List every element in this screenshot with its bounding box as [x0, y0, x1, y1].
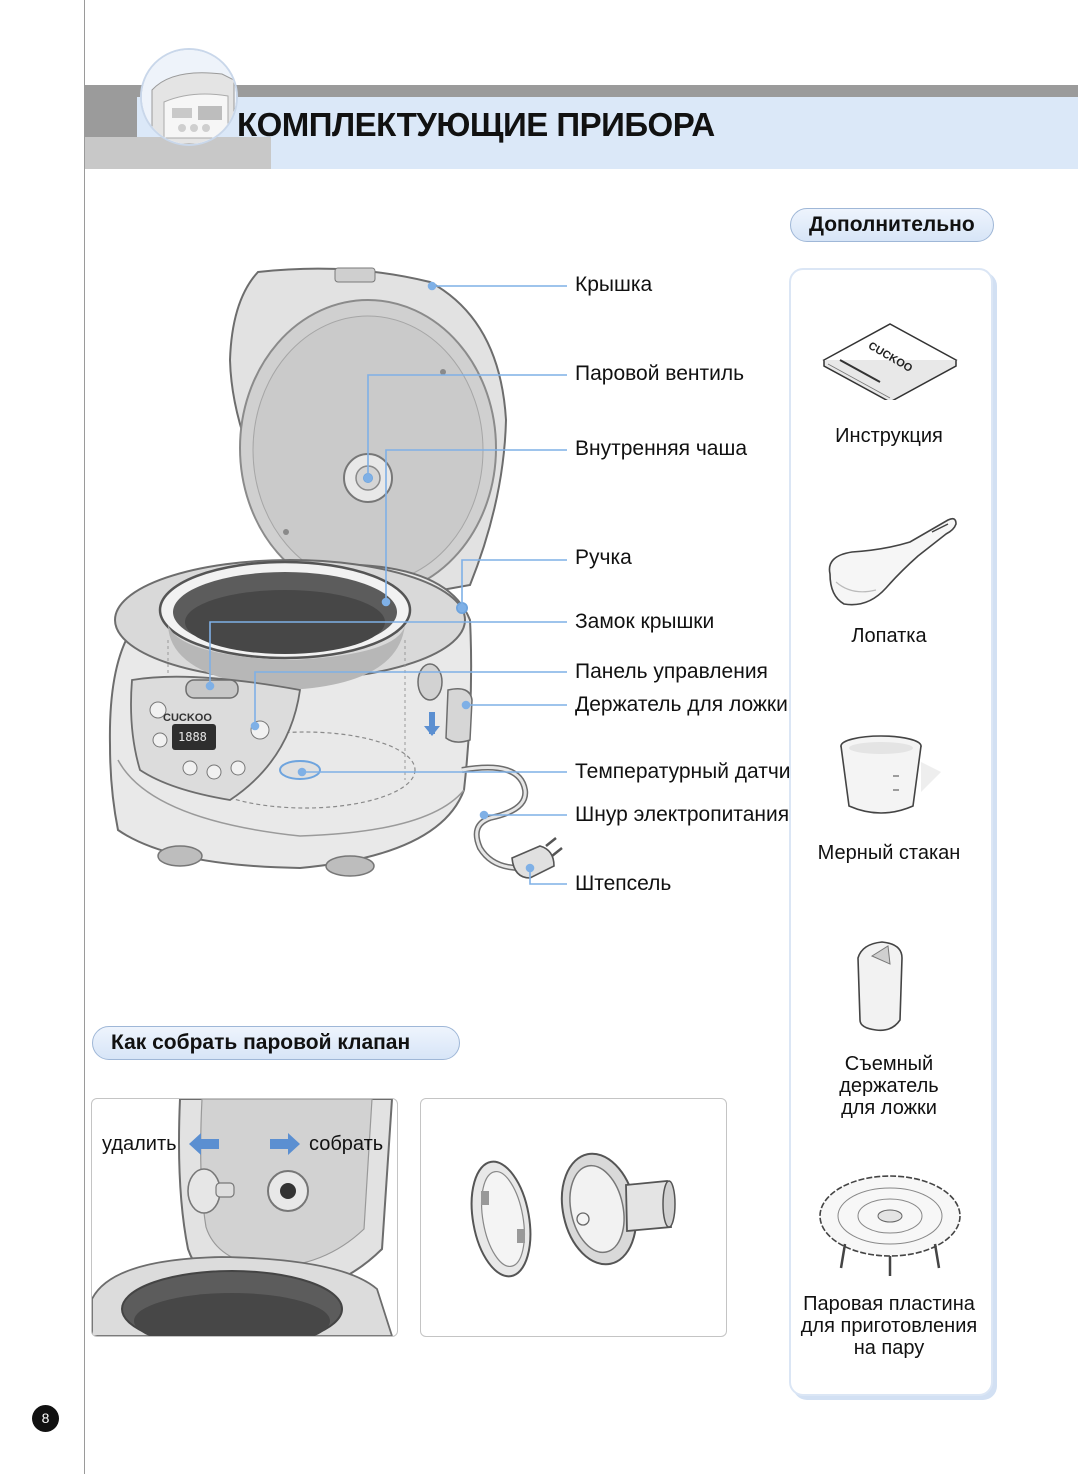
page-title: КОМПЛЕКТУЮЩИЕ ПРИБОРА: [237, 106, 715, 143]
callout-lid: Крышка: [575, 273, 653, 296]
assembly-header: Как собрать паровой клапан: [92, 1026, 460, 1060]
accessory-spoon-holder-label: Съемный держатель для ложки: [789, 1053, 989, 1119]
callout-control-panel: Панель управления: [575, 660, 768, 683]
callout-power-cord: Шнур электропитания: [575, 803, 790, 826]
manual-book-icon: [822, 323, 958, 400]
spoon-holder-label-line-3: для ложки: [841, 1097, 937, 1119]
measuring-cup-icon: [840, 735, 941, 814]
rice-spatula-icon: [828, 517, 957, 606]
steam-plate-icon: [819, 1175, 961, 1276]
assemble-label: собрать: [309, 1133, 384, 1155]
arrow-right-icon: [270, 1133, 300, 1155]
callout-handle: Ручка: [575, 546, 632, 569]
open-lid-illustration: [92, 1099, 394, 1336]
accessory-manual-label: Инструкция: [835, 425, 943, 447]
page-margin-line: [84, 0, 85, 1474]
steam-plate-label-line-1: Паровая пластина: [803, 1293, 975, 1315]
cooker-display-digits: 1888: [178, 730, 207, 744]
header-gray-block: [85, 85, 137, 137]
steam-plate-label-line-2: для приготовления: [800, 1315, 978, 1337]
callout-plug: Штепсель: [575, 872, 672, 895]
remove-label: удалить: [102, 1133, 177, 1155]
spoon-holder-label-line-1: Съемный: [844, 1053, 934, 1075]
assembly-remove-box: удалить собрать: [91, 1098, 398, 1337]
callout-temperature-sensor: Температурный датчик: [575, 760, 800, 783]
accessory-spatula-label: Лопатка: [851, 625, 927, 647]
callout-steam-vent: Паровой вентиль: [575, 362, 745, 385]
steam-valve-parts-illustration: [470, 1152, 676, 1278]
cooker-thumbnail-icon: [140, 48, 238, 146]
assembly-parts-box: [420, 1098, 727, 1337]
accessory-steam-plate-label: Паровая пластина для приготовления на па…: [789, 1293, 989, 1359]
steam-plate-label-line-3: на пару: [853, 1337, 925, 1359]
callout-inner-pot: Внутренняя чаша: [575, 437, 747, 460]
header-gray-bar: [137, 85, 1078, 97]
callout-spoon-holder: Держатель для ложки: [575, 693, 788, 716]
arrow-left-icon: [189, 1133, 219, 1155]
callout-lid-lock: Замок крышки: [575, 610, 715, 633]
cooker-brand-label: CUCKOO: [163, 712, 212, 724]
page-number-badge: 8: [32, 1405, 59, 1432]
accessories-header: Дополнительно: [790, 208, 994, 242]
accessory-measuring-cup-label: Мерный стакан: [817, 842, 961, 864]
rice-cooker-illustration: [108, 267, 567, 885]
spoon-holder-icon: [857, 941, 903, 1032]
header-blue-band: [137, 97, 1078, 169]
spoon-holder-label-line-2: держатель: [839, 1075, 939, 1097]
